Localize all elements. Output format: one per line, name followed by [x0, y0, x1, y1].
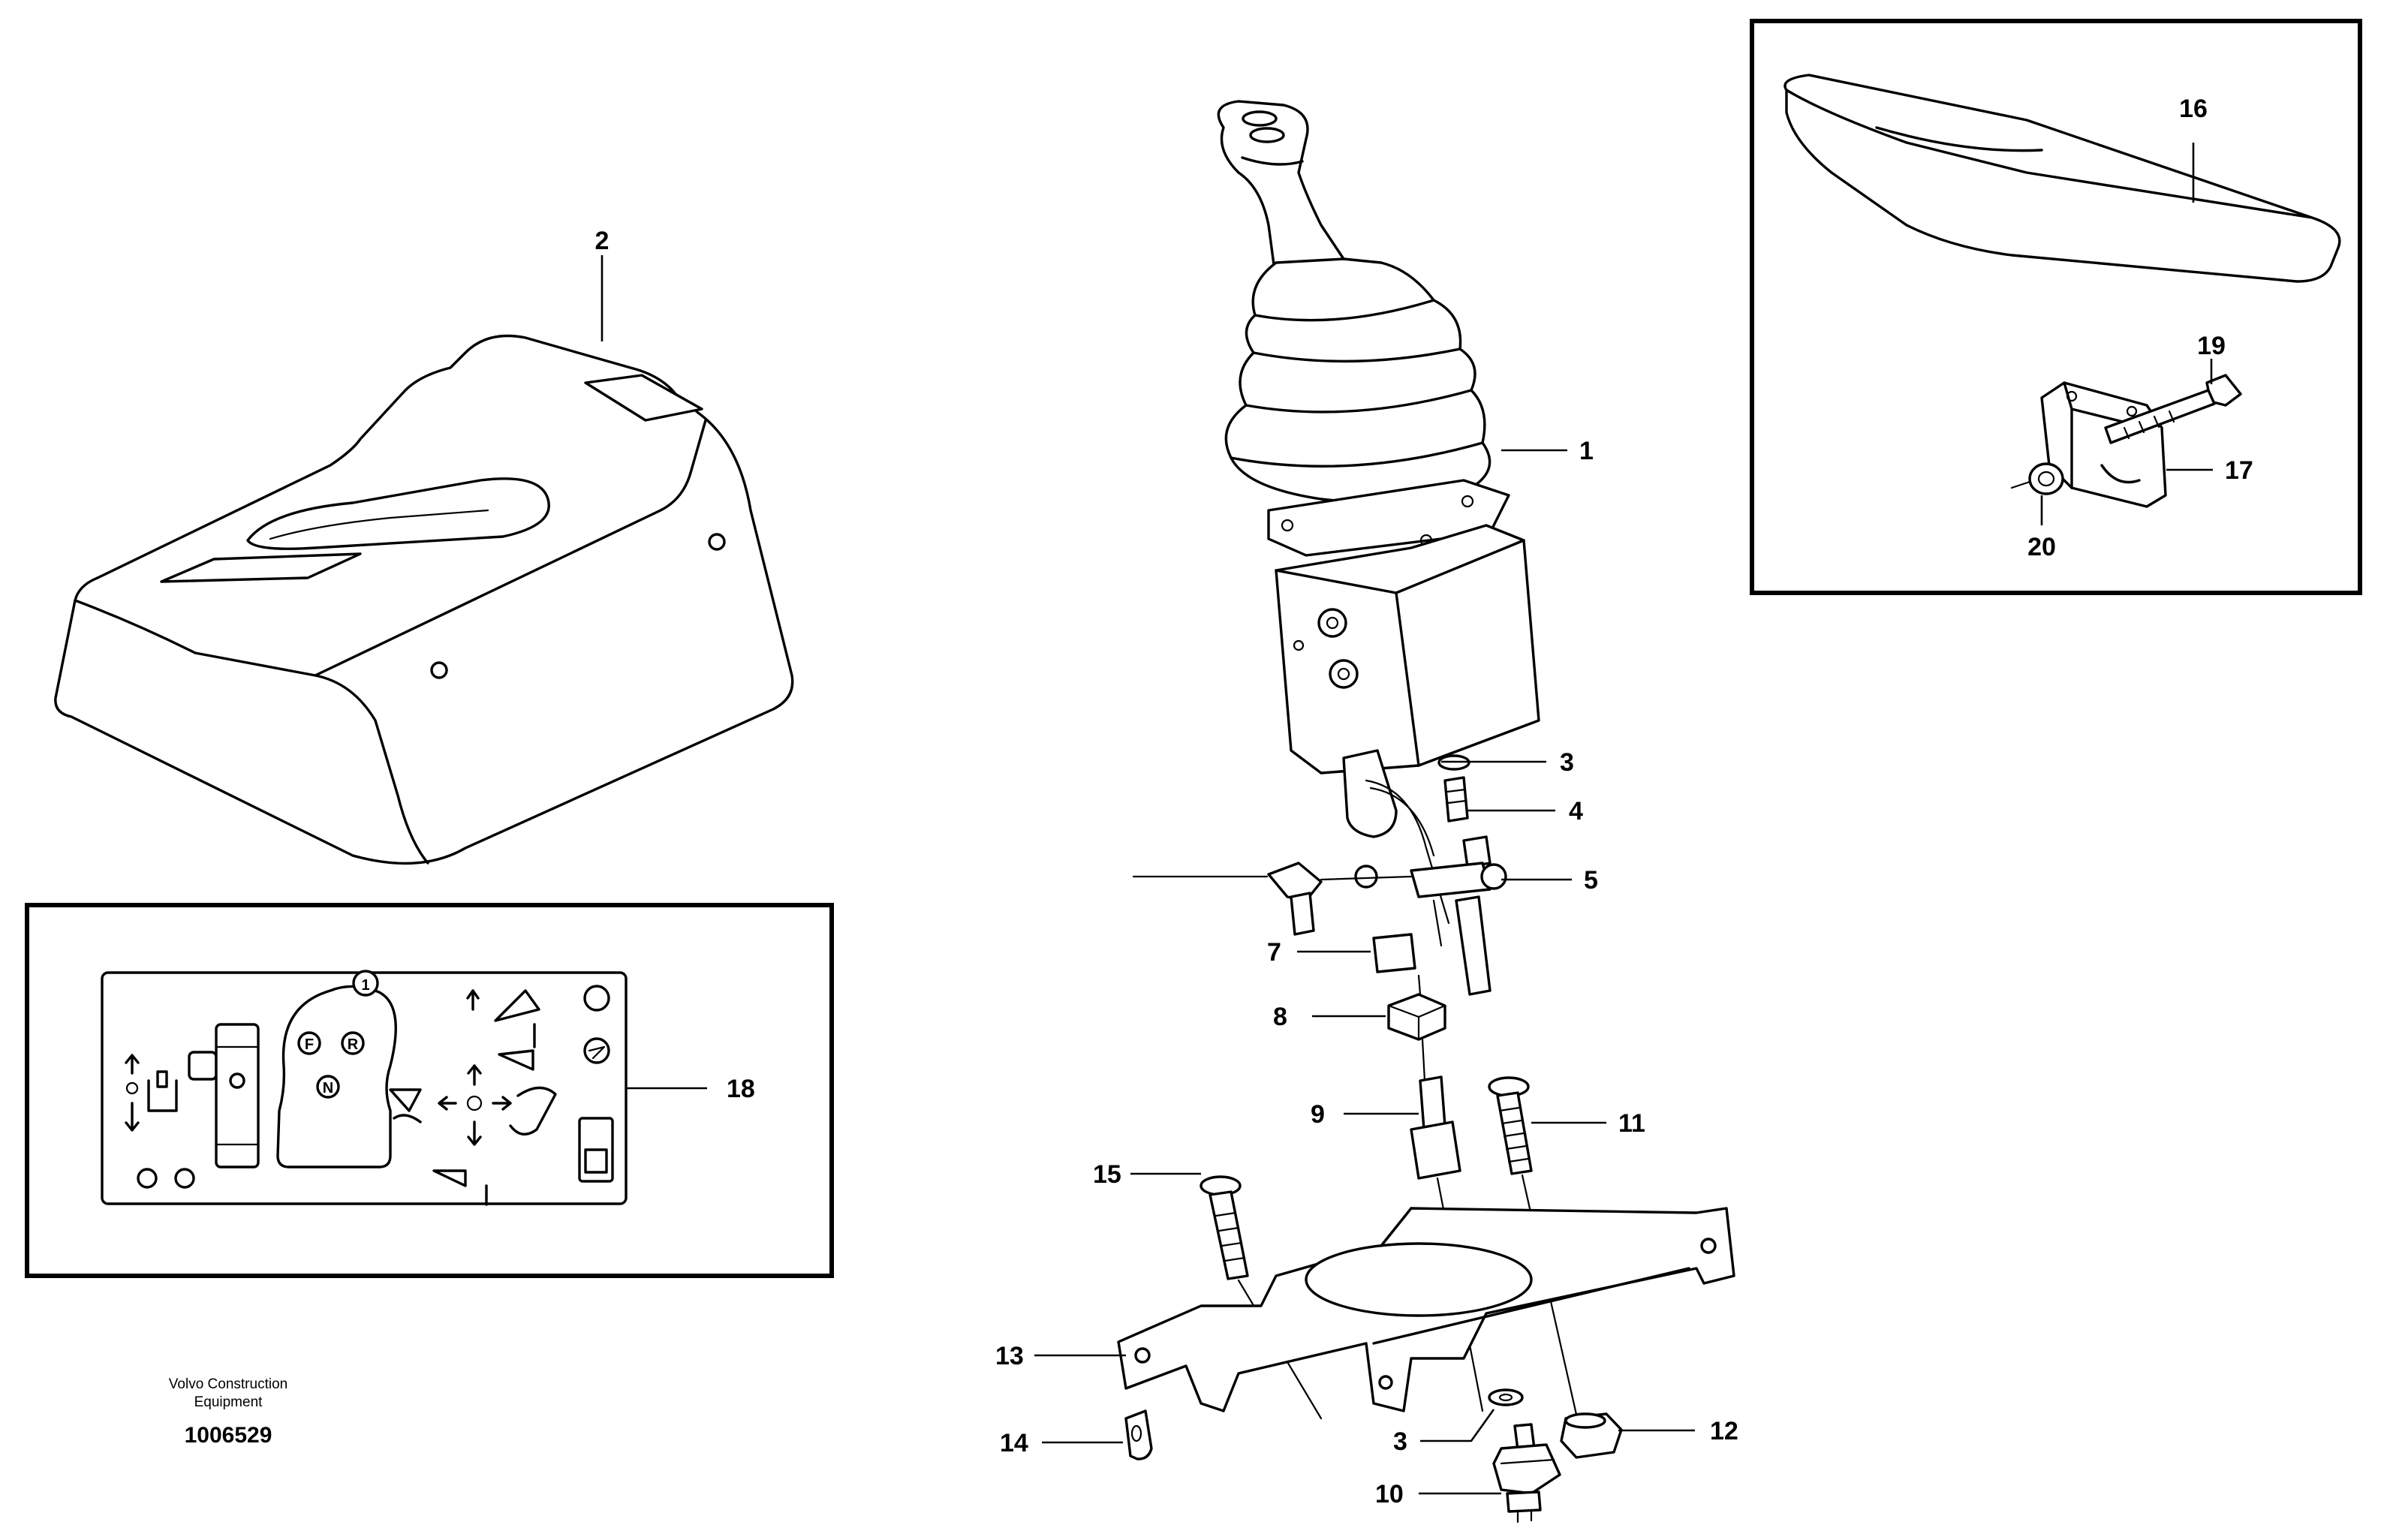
decal-gear-n: N: [323, 1080, 333, 1096]
callout-3-bottom: 3: [1393, 1427, 1407, 1456]
callout-12: 12: [1710, 1417, 1738, 1445]
callout-2: 2: [595, 227, 610, 255]
joystick-part-1: [1217, 100, 1540, 925]
callout-5: 5: [1584, 866, 1598, 895]
callout-15: 15: [1093, 1160, 1121, 1189]
decal-frame: [25, 903, 834, 1278]
nut-part-20: [2010, 462, 2064, 495]
callout-11: 11: [1618, 1109, 1645, 1138]
callout-14: 14: [1000, 1429, 1028, 1457]
bracket-part-13: [1117, 1207, 1735, 1412]
bolt-part-19: [2104, 374, 2242, 444]
callout-20: 20: [2027, 533, 2056, 561]
callout-9: 9: [1311, 1100, 1325, 1129]
console-cover-part-2: [54, 334, 794, 865]
callout-3-top: 3: [1560, 748, 1574, 777]
callout-1: 1: [1579, 437, 1594, 465]
document-number: 1006529: [185, 1423, 272, 1448]
callout-19: 19: [2197, 332, 2226, 360]
decal-gear-f: F: [305, 1036, 314, 1053]
fittings-group: [1132, 754, 1507, 1412]
switch-part-10: [1492, 1423, 1561, 1523]
credit-line-2: Equipment: [194, 1394, 263, 1410]
decal-badge: 1: [361, 977, 369, 994]
callout-4: 4: [1569, 797, 1583, 826]
decal-part-18: 1 F R N: [101, 970, 628, 1206]
callout-18: 18: [727, 1075, 755, 1103]
callout-7: 7: [1267, 938, 1281, 967]
washer-part-3-lower: [1488, 1388, 1524, 1406]
callout-17: 17: [2225, 456, 2253, 485]
credit-line-1: Volvo Construction: [169, 1376, 287, 1392]
armrest-frame: [1750, 19, 2362, 595]
callout-13: 13: [995, 1342, 1024, 1370]
decal-gear-r: R: [348, 1036, 359, 1053]
callout-8: 8: [1273, 1003, 1287, 1031]
callout-10: 10: [1375, 1480, 1404, 1508]
clip-part-14: [1124, 1409, 1153, 1460]
nut-part-12: [1560, 1412, 1623, 1459]
armrest-pad-part-16: [1783, 74, 2341, 283]
screw-part-15: [1200, 1175, 1323, 1420]
callout-16: 16: [2179, 95, 2208, 123]
